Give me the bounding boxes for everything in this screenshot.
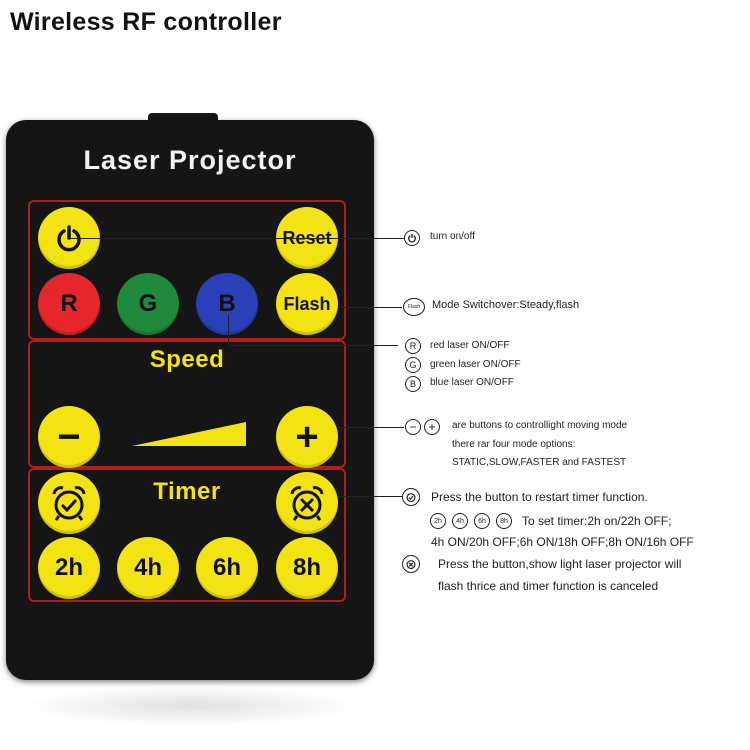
timer-set-annotation-line1: To set timer:2h on/22h OFF; [522,514,672,528]
remote-title: Laser Projector [83,145,297,175]
green-annotation-icon: G [405,357,421,373]
remote-top-tab [148,113,218,123]
blue-annotation: blue laser ON/OFF [430,377,514,388]
timer-label: Timer [153,478,221,505]
green-laser-button[interactable]: G [117,273,179,335]
timer-leader-line [338,496,402,497]
remote-shadow [20,686,360,726]
power-annotation-icon [404,230,420,246]
flash-leader-line [338,307,402,308]
timer-8h-button[interactable]: 8h [276,537,338,599]
power-color-section [28,200,346,340]
color-leader-line [228,345,398,346]
timer-cancel-annotation-line1: Press the button,show light laser projec… [438,557,682,571]
minus-annotation-icon: − [405,419,421,435]
6h-annotation-icon: 6h [474,513,490,529]
timer-section [28,468,346,602]
speed-annotation-line1: are buttons to controllight moving mode [452,420,628,431]
timer-cancel-annotation-icon [402,555,420,573]
blue-laser-button[interactable]: B [196,273,258,335]
timer-set-annotation-line2: 4h ON/20h OFF;6h ON/18h OFF;8h ON/16h OF… [431,535,694,549]
speed-section [28,340,346,468]
plus-annotation-icon: + [424,419,440,435]
power-annotation: turn on/off [430,231,475,242]
power-leader-line [70,238,404,239]
alarm-cancel-icon [290,486,324,521]
speed-leader-line [338,427,404,428]
speed-label: Speed [149,346,225,373]
timer-restart-button[interactable] [38,472,100,534]
timer-4h-button[interactable]: 4h [117,537,179,599]
flash-button[interactable]: Flash [276,273,338,335]
timer-cancel-button[interactable] [276,472,338,534]
timer-cancel-annotation-line2: flash thrice and timer function is cance… [438,579,659,593]
speed-up-button[interactable]: + [276,406,338,468]
blue-annotation-icon: B [405,376,421,392]
8h-annotation-icon: 8h [496,513,512,529]
green-annotation: green laser ON/OFF [430,359,521,370]
flash-annotation: Mode Switchover:Steady,flash [432,299,580,311]
color-leader-vline [228,315,229,345]
speed-annotation-line3: STATIC,SLOW,FASTER and FASTEST [452,457,627,468]
speed-down-button[interactable]: − [38,406,100,468]
speed-ramp-icon [132,422,246,446]
timer-restart-annotation-icon [402,488,420,506]
alarm-check-icon [52,486,86,521]
timer-2h-button[interactable]: 2h [38,537,100,599]
speed-annotation-line2: there rar four mode options: [452,439,576,450]
red-annotation: red laser ON/OFF [430,340,510,351]
red-annotation-icon: R [405,338,421,354]
timer-restart-annotation: Press the button to restart timer functi… [431,490,648,504]
timer-6h-button[interactable]: 6h [196,537,258,599]
power-icon [57,225,81,252]
2h-annotation-icon: 2h [430,513,446,529]
flash-annotation-icon: Flash [403,298,425,316]
page-title: Wireless RF controller [10,8,282,36]
red-laser-button[interactable]: R [38,273,100,335]
4h-annotation-icon: 4h [452,513,468,529]
